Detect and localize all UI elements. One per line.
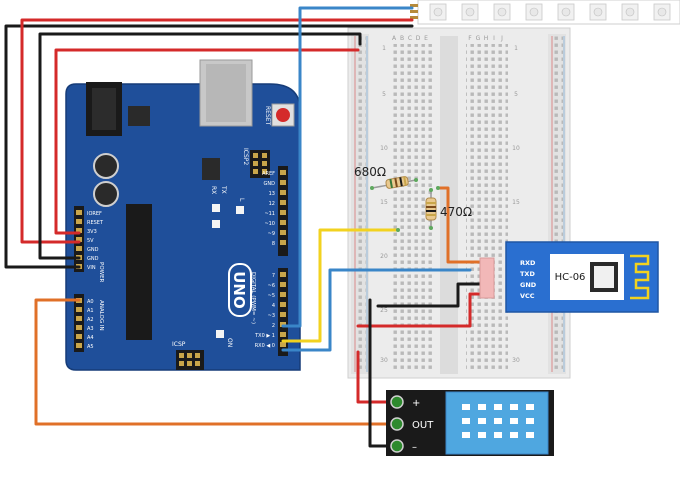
arduino-uno-board: RESET ICSP2 ICSP TX RX L <box>65 59 301 371</box>
resistor-470-label: 470Ω <box>440 205 472 219</box>
uno-logo: UNO <box>230 271 248 309</box>
row-10: 10 <box>380 145 388 152</box>
pin-4: 4 <box>272 303 275 309</box>
resistor-470: 470Ω <box>425 190 472 228</box>
tx-label: TX <box>220 185 227 194</box>
pin-2: 2 <box>272 323 275 329</box>
breadboard <box>347 27 571 379</box>
row-15: 15 <box>380 199 388 206</box>
col-i: I <box>493 35 495 42</box>
pin-a1: A1 <box>87 308 94 314</box>
col-j: J <box>500 35 503 42</box>
row-5: 5 <box>382 91 386 98</box>
pin-tx0-1: TX0 ▶ 1 <box>254 333 275 339</box>
row-20: 20 <box>380 253 388 260</box>
wire-gnd-rail <box>38 32 362 260</box>
dht-out-label: OUT <box>412 420 434 431</box>
l-label: L <box>238 198 245 202</box>
row-1: 1 <box>382 45 386 52</box>
wire-tx <box>281 228 400 343</box>
hc06-bluetooth-module: HC-06 RXD TXD GND VCC <box>479 241 659 313</box>
icsp2-label: ICSP2 <box>242 148 249 165</box>
wire-5v-strip <box>20 18 414 244</box>
col-a: A <box>392 35 397 42</box>
pin-a0: A0 <box>87 299 94 305</box>
bt-pin-txd: TXD <box>520 270 535 278</box>
bt-pin-rxd: RXD <box>520 259 536 267</box>
wire-3v3-rail <box>54 48 360 235</box>
pin-7: 7 <box>272 273 275 279</box>
row-1-right: 1 <box>514 45 518 52</box>
pin-11: ~11 <box>264 211 275 217</box>
pin-aref: AREF <box>262 171 275 177</box>
bt-pin-gnd: GND <box>520 281 537 289</box>
pin-5: ~5 <box>268 293 275 299</box>
dht-sensor-module: + OUT – <box>386 390 554 456</box>
led-strip <box>410 0 680 25</box>
resistor-680: 680Ω <box>354 165 417 189</box>
bt-pin-vcc: VCC <box>520 292 535 300</box>
pin-gnd-2: GND <box>87 256 99 262</box>
col-f: F <box>468 35 472 42</box>
wire-gnd-strip <box>4 24 414 269</box>
col-c: C <box>408 35 412 42</box>
row-5-right: 5 <box>514 91 518 98</box>
col-d: D <box>416 35 421 42</box>
col-e: E <box>424 35 428 42</box>
col-h: H <box>484 35 489 42</box>
pin-gnd-1: GND <box>87 247 99 253</box>
wire-a0-dht <box>34 298 394 426</box>
pin-rx0-0: RX0 ◀ 0 <box>255 343 275 349</box>
pin-vin: VIN <box>87 265 96 271</box>
wire-bt-gnd <box>376 282 488 308</box>
wire-resistor-rxd <box>436 186 488 264</box>
pin-gnd-d: GND <box>264 181 276 187</box>
power-label: POWER <box>98 262 104 283</box>
wire-rx <box>281 268 472 352</box>
rx-label: RX <box>210 186 217 194</box>
pin-3: ~3 <box>268 313 275 319</box>
pin-3v3: 3V3 <box>87 229 97 235</box>
pin-12: 12 <box>269 201 275 207</box>
dht-plus-label: + <box>412 398 420 409</box>
row-25: 25 <box>380 307 388 314</box>
reset-label: RESET <box>264 106 271 126</box>
row-15-right: 15 <box>512 199 520 206</box>
dht-minus-label: – <box>412 442 417 453</box>
row-30-right: 30 <box>512 357 520 364</box>
wire-dht-gnd <box>368 298 394 448</box>
pin-reset: RESET <box>87 220 104 226</box>
wire-dht-vcc <box>356 350 394 404</box>
digital-label: DIGITAL (PWM= ~) <box>250 272 256 324</box>
on-label: ON <box>226 338 233 347</box>
resistor-680-label: 680Ω <box>354 165 386 179</box>
pin-8: 8 <box>272 241 275 247</box>
col-b: B <box>400 35 404 42</box>
wire-bt-vcc <box>356 292 488 328</box>
pin-ioref: IOREF <box>87 211 102 217</box>
pin-a4: A4 <box>87 335 94 341</box>
pin-a3: A3 <box>87 326 94 332</box>
row-10-right: 10 <box>512 145 520 152</box>
pin-9: ~9 <box>268 231 275 237</box>
pin-10: ~10 <box>264 221 275 227</box>
hc06-label: HC-06 <box>555 272 586 283</box>
pin-6: ~6 <box>268 283 275 289</box>
pin-a5: A5 <box>87 344 94 350</box>
row-30: 30 <box>380 357 388 364</box>
wire-data-strip <box>281 6 414 328</box>
icsp-label: ICSP <box>172 341 186 348</box>
pin-5v: 5V <box>87 238 94 244</box>
pin-13: 13 <box>269 191 275 197</box>
pin-a2: A2 <box>87 317 94 323</box>
analog-label: ANALOG IN <box>98 300 104 331</box>
col-g: G <box>476 35 481 42</box>
